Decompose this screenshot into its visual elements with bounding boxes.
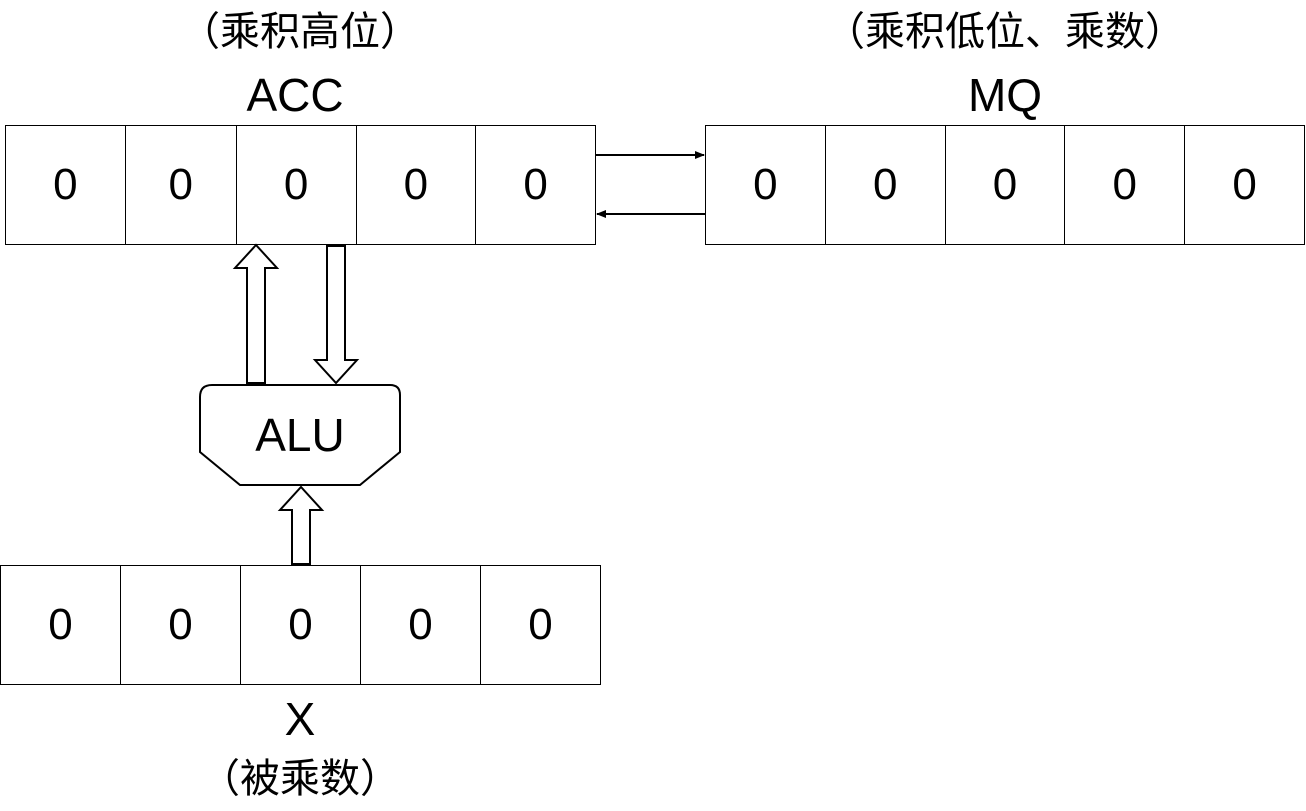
acc-register: 0 0 0 0 0 <box>5 125 596 245</box>
acc-bit: 0 <box>6 126 126 244</box>
acc-note: （乘积高位） <box>180 9 420 55</box>
mq-bit: 0 <box>706 126 826 244</box>
alu-shape <box>199 384 401 486</box>
x-bit: 0 <box>241 566 361 684</box>
mq-title: MQ <box>967 69 1043 121</box>
acc-title: ACC <box>246 69 344 121</box>
mq-bit: 0 <box>1232 160 1257 209</box>
x-bit: 0 <box>528 600 553 649</box>
acc-bit: 0 <box>237 126 357 244</box>
acc-to-alu-arrow <box>312 245 360 385</box>
x-bit: 0 <box>1 566 121 684</box>
mq-bit: 0 <box>946 126 1066 244</box>
x-register: 0 0 0 0 0 <box>0 565 601 685</box>
x-to-alu-arrow <box>277 485 325 565</box>
mq-bit: 0 <box>826 126 946 244</box>
x-bit: 0 <box>121 566 241 684</box>
x-bit: 0 <box>361 566 481 684</box>
x-title: X <box>284 693 316 745</box>
mq-bit: 0 <box>1065 126 1186 244</box>
acc-bit: 0 <box>126 126 237 244</box>
alu-label: ALU <box>255 409 345 461</box>
mq-register: 0 0 0 0 0 <box>705 125 1305 245</box>
mq-note: （乘积低位、乘数） <box>825 9 1185 55</box>
x-note: （被乘数） <box>200 756 400 802</box>
alu-to-acc-arrow <box>232 243 280 384</box>
acc-bit: 0 <box>523 160 548 209</box>
acc-bit: 0 <box>357 126 477 244</box>
